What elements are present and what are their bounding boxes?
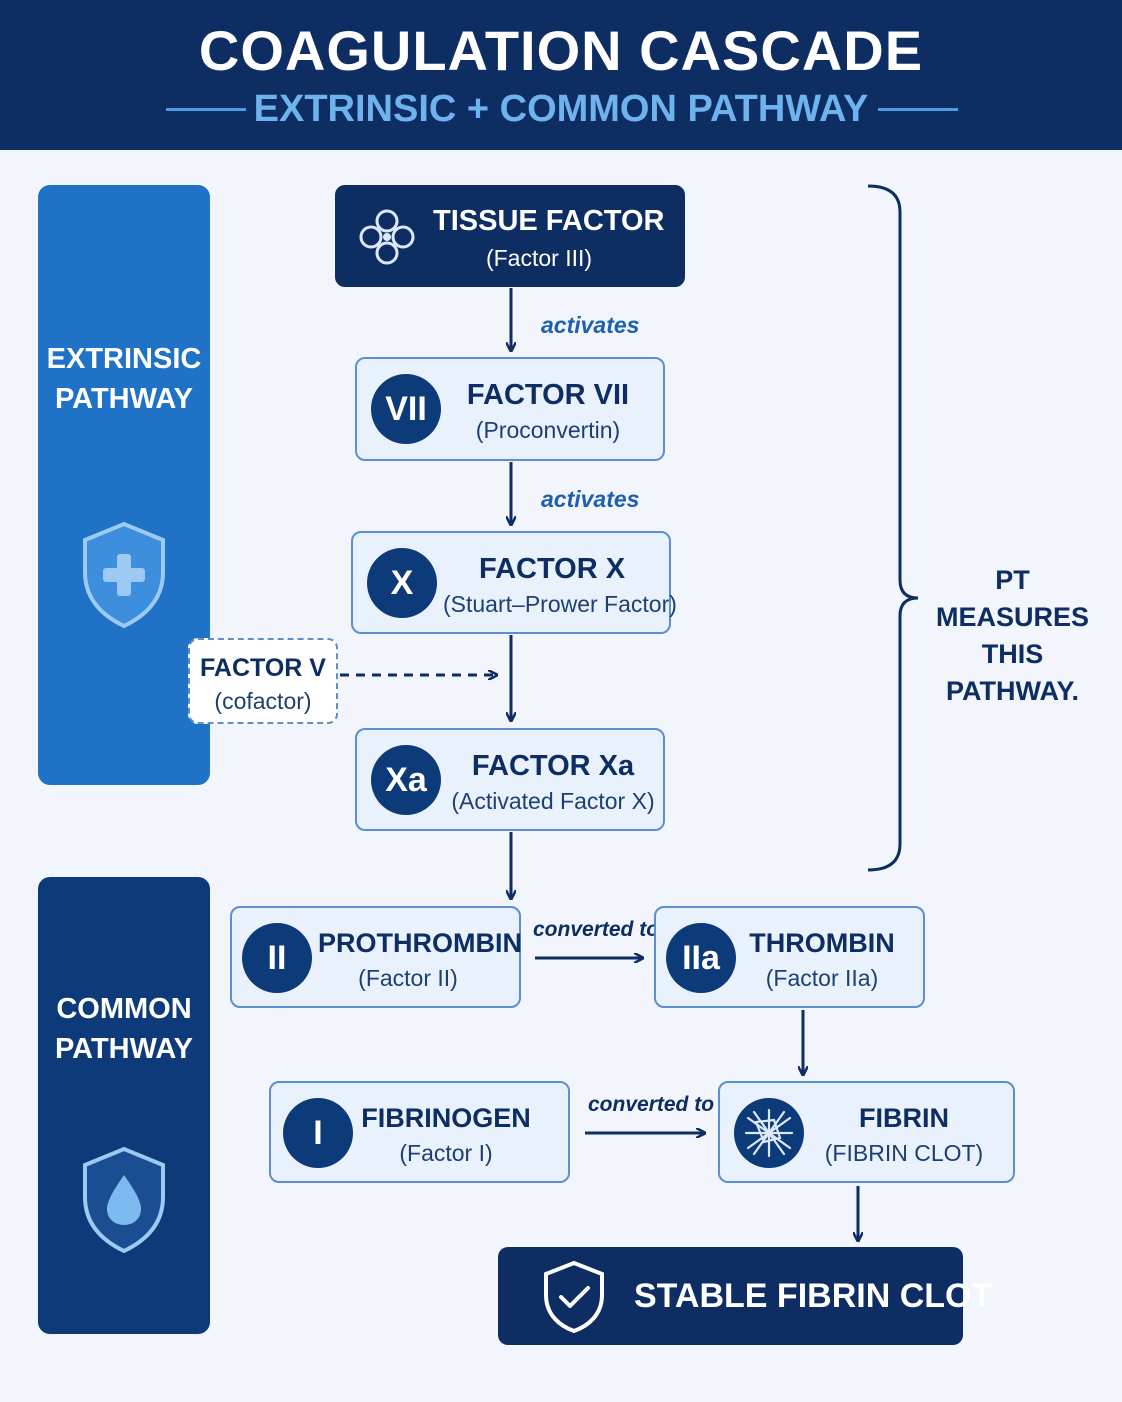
badge-vii: VII: [371, 374, 441, 444]
thrombin-name: THROMBIN: [749, 928, 895, 958]
common-label-line1: COMMON: [56, 993, 192, 1025]
fibrinogen-name: FIBRINOGEN: [361, 1103, 531, 1133]
header: COAGULATION CASCADE EXTRINSIC + COMMON P…: [0, 0, 1122, 150]
factor-v-name: FACTOR V: [200, 654, 326, 682]
badge-i: I: [283, 1098, 353, 1168]
pt-measures-note: PT MEASURES THIS PATHWAY.: [930, 562, 1095, 710]
activates-label-1: activates: [541, 312, 640, 338]
node-fibrinogen: I FIBRINOGEN (Factor I): [269, 1081, 570, 1183]
extrinsic-label-line1: EXTRINSIC: [46, 343, 202, 375]
shield-plus-icon: [83, 521, 165, 629]
node-thrombin: IIa THROMBIN (Factor IIa): [654, 906, 925, 1008]
factor-x-name: FACTOR X: [478, 553, 626, 585]
node-stable-fibrin-clot: STABLE FIBRIN CLOT: [498, 1247, 992, 1345]
page-subtitle: EXTRINSIC + COMMON PATHWAY: [253, 88, 869, 130]
shield-check-icon: [544, 1260, 604, 1334]
common-label-line2: PATHWAY: [54, 1033, 194, 1065]
converted-label-1: converted to: [533, 918, 660, 941]
pt-note-line2: THIS: [981, 639, 1044, 669]
node-fibrin: FIBRIN (FIBRIN CLOT): [718, 1081, 1015, 1183]
node-factor-x: X FACTOR X (Stuart–Prower Factor): [351, 531, 677, 634]
activates-label-2: activates: [541, 486, 640, 512]
page-title: COAGULATION CASCADE: [198, 19, 924, 82]
common-pathway-panel: COMMON PATHWAY: [38, 877, 210, 1334]
shield-drop-icon: [83, 1146, 165, 1254]
factor-xa-name: FACTOR Xa: [471, 750, 635, 782]
factor-vii-name: FACTOR VII: [466, 379, 630, 411]
pt-note-line3: PATHWAY.: [945, 676, 1080, 706]
fibrinogen-sub: (Factor I): [399, 1140, 493, 1166]
node-factor-vii: VII FACTOR VII (Proconvertin): [355, 357, 665, 461]
extrinsic-label-line2: PATHWAY: [54, 383, 194, 415]
node-factor-v: FACTOR V (cofactor): [188, 638, 338, 724]
stable-clot-label: STABLE FIBRIN CLOT: [634, 1277, 993, 1315]
badge-x: X: [367, 548, 437, 618]
badge-ii: II: [242, 923, 312, 993]
fibrin-mesh-icon: [734, 1098, 804, 1168]
extrinsic-pathway-panel: EXTRINSIC PATHWAY: [38, 185, 210, 785]
pt-bracket: [867, 184, 919, 872]
badge-iia: IIa: [666, 923, 736, 993]
badge-xa: Xa: [371, 745, 441, 815]
node-tissue-factor: TISSUE FACTOR (Factor III): [335, 185, 685, 287]
fibrin-sub: (FIBRIN CLOT): [824, 1140, 984, 1166]
prothrombin-sub: (Factor II): [358, 965, 458, 991]
tissue-factor-name: TISSUE FACTOR: [433, 205, 665, 237]
node-factor-xa: Xa FACTOR Xa (Activated Factor X): [355, 728, 665, 831]
factor-x-sub: (Stuart–Prower Factor): [443, 591, 677, 617]
node-prothrombin: II PROTHROMBIN (Factor II): [230, 906, 522, 1008]
factor-v-sub: (cofactor): [214, 688, 312, 714]
prothrombin-name: PROTHROMBIN: [318, 928, 522, 958]
subtitle-rule-right: [878, 108, 958, 111]
pt-note-line1: PT MEASURES: [935, 565, 1090, 632]
cells-icon: [359, 209, 415, 265]
converted-label-2: converted to: [588, 1093, 715, 1116]
thrombin-sub: (Factor IIa): [765, 965, 879, 991]
factor-xa-sub: (Activated Factor X): [451, 788, 655, 814]
tissue-factor-sub: (Factor III): [485, 245, 593, 271]
subtitle-rule-left: [166, 108, 246, 111]
fibrin-name: FIBRIN: [859, 1103, 949, 1133]
factor-vii-sub: (Proconvertin): [475, 417, 621, 443]
